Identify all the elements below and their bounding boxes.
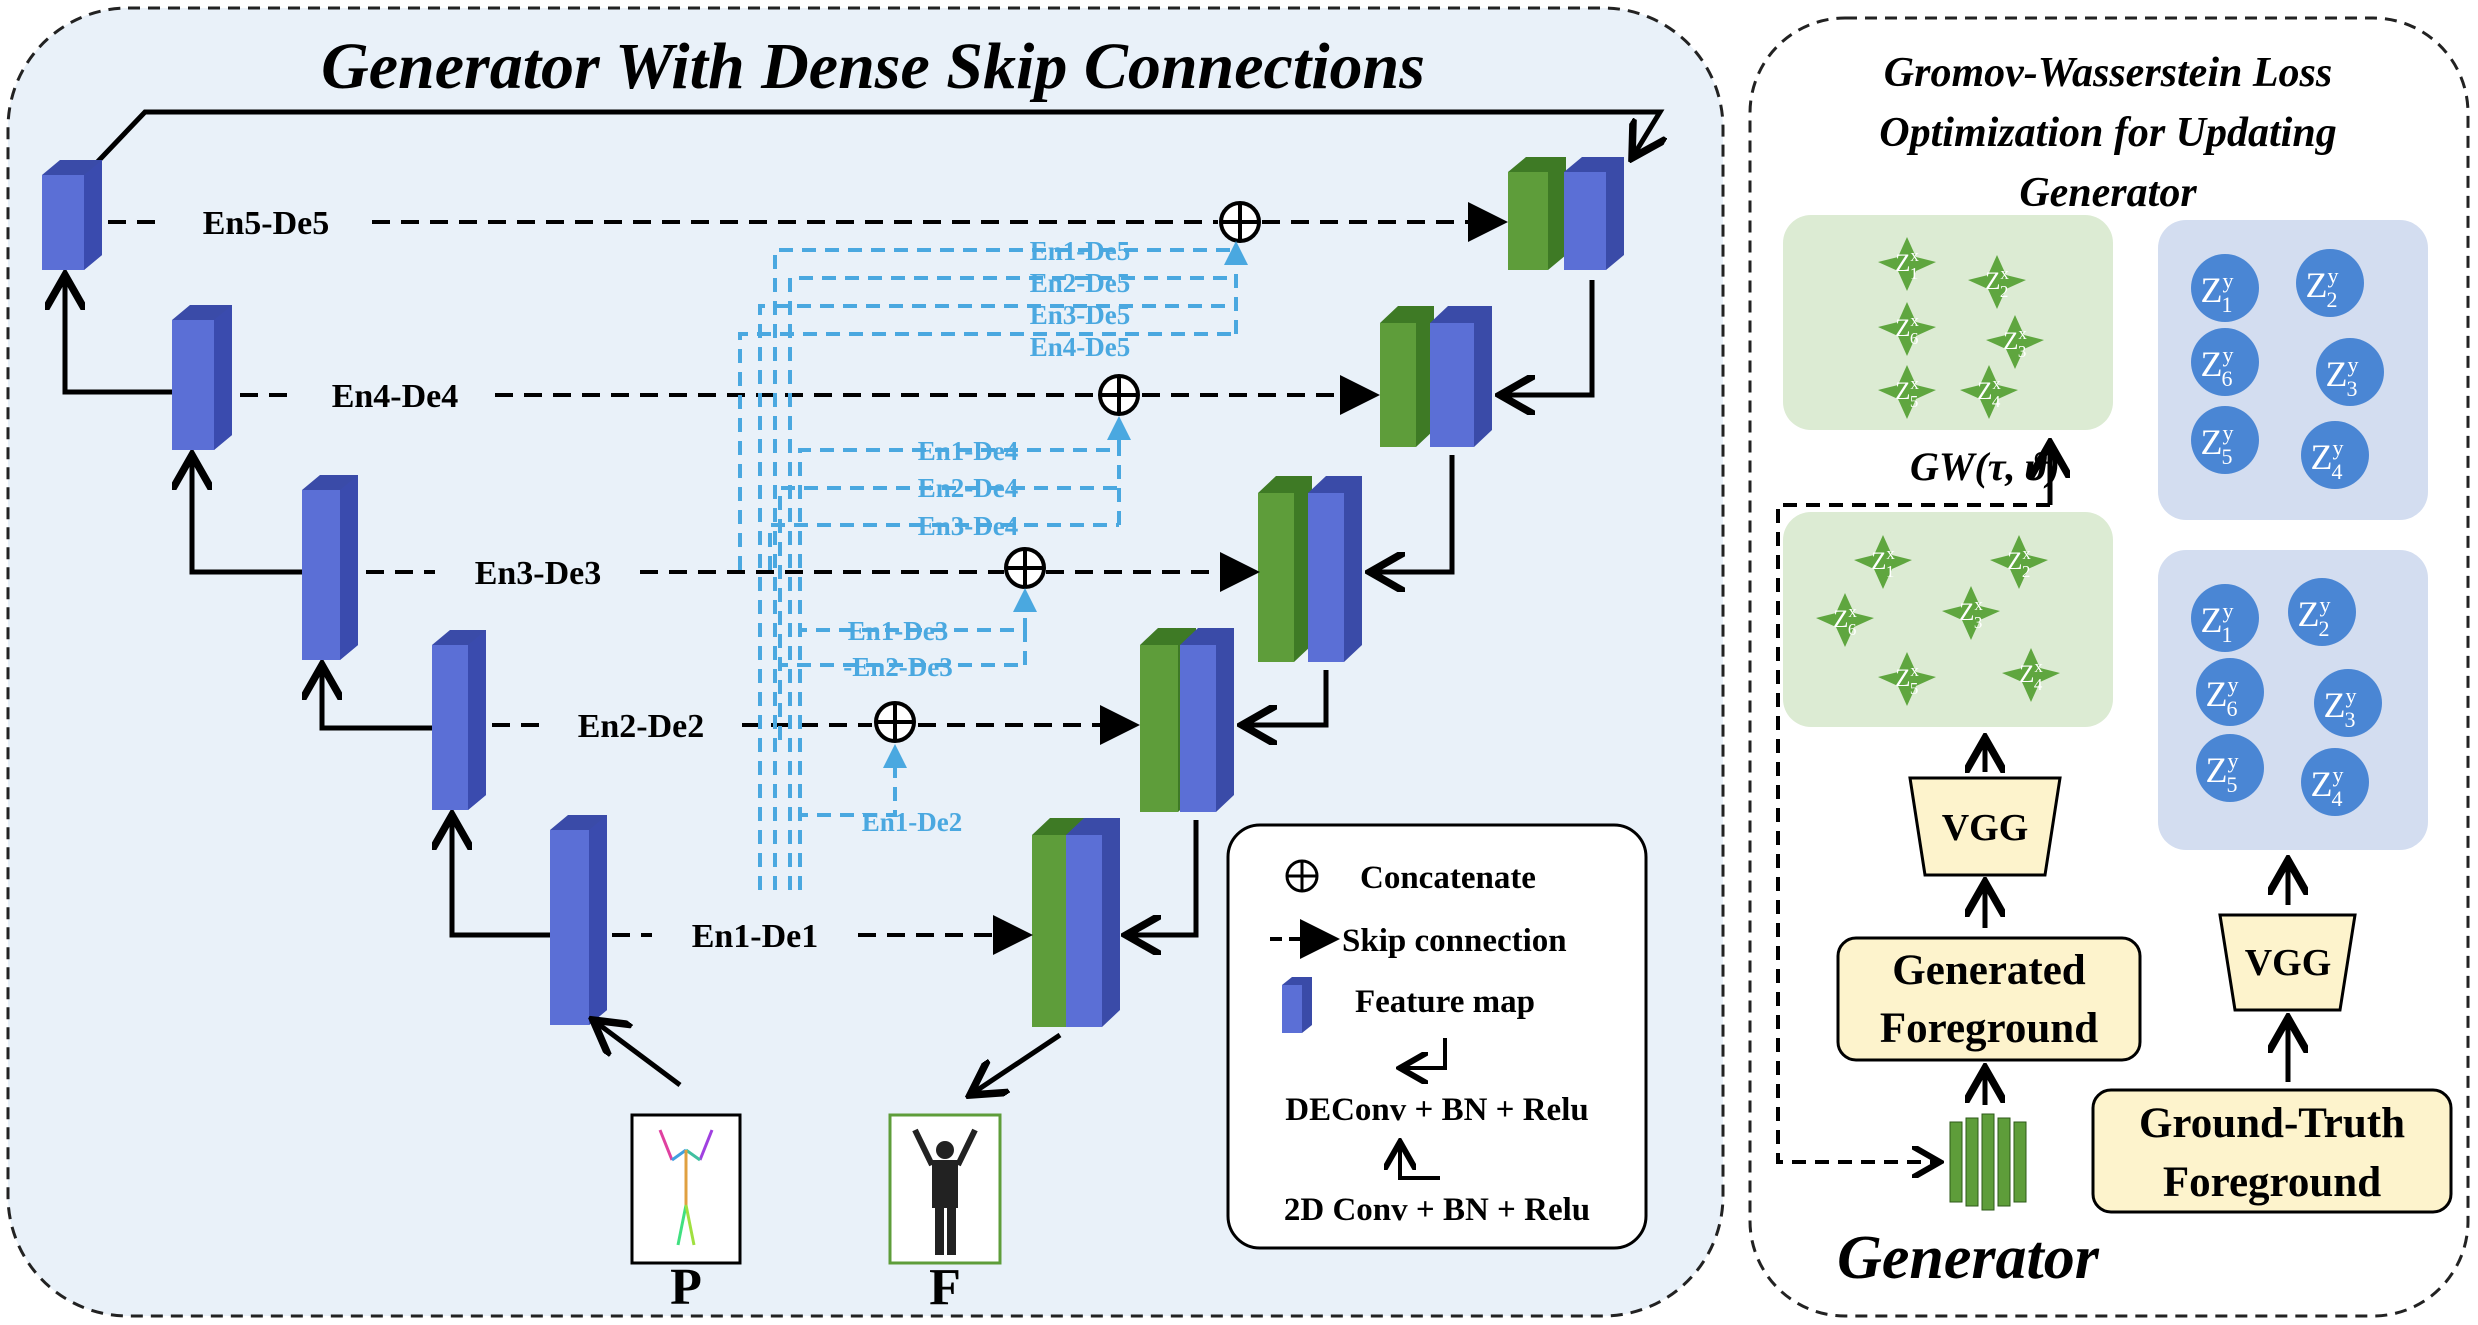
- skip-label-en2-de2: En2-De2: [578, 708, 705, 745]
- svg-text:Zx1: Zx1: [1871, 544, 1895, 581]
- legend-feature-map-icon: [1282, 977, 1312, 1033]
- svg-text:Zx4: Zx4: [2019, 657, 2043, 694]
- generated-foreground-line1: Generated: [1892, 947, 2086, 994]
- encoder-arrows: [65, 275, 550, 938]
- skip-lines: [108, 202, 1508, 955]
- generated-foreground-box: [1836, 936, 2142, 1062]
- decoder-fm-2: [1140, 628, 1234, 812]
- gw-feedback-line: [1776, 503, 2050, 1162]
- svg-text:Zy3: Zy3: [2324, 683, 2357, 732]
- svg-text:En4-De5: En4-De5: [1030, 332, 1131, 362]
- svg-text:Zy6: Zy6: [2206, 672, 2239, 721]
- encoder-fm-1: [550, 815, 607, 1025]
- encoder-fm-2: [432, 630, 486, 810]
- legend-concat-icon: [1285, 859, 1319, 893]
- gt-foreground-line1: Ground-Truth: [2139, 1100, 2405, 1147]
- output-arrow: [970, 1032, 1062, 1095]
- generator-title: Generator With Dense Skip Connections: [321, 30, 1425, 103]
- gw-loss-label: GW(τ, ϑ): [1910, 444, 2060, 489]
- gw-title-line3: Generator: [2019, 170, 2197, 216]
- svg-text:Zy4: Zy4: [2311, 762, 2344, 811]
- pose-input-image: [630, 1113, 742, 1265]
- svg-text:En3-De4: En3-De4: [918, 511, 1019, 541]
- svg-text:Zx2: Zx2: [2007, 544, 2031, 581]
- generator-icon: [1949, 1113, 2027, 1211]
- svg-text:En3-De5: En3-De5: [1030, 300, 1131, 330]
- svg-text:Zx3: Zx3: [1959, 595, 1983, 632]
- decoder-fm-3: [1258, 476, 1362, 662]
- svg-text:En1-De5: En1-De5: [1030, 236, 1131, 266]
- svg-text:Zx5: Zx5: [1895, 374, 1919, 411]
- svg-text:Zx4: Zx4: [1977, 374, 2001, 411]
- green-latent-stars-bottom: [1816, 535, 2060, 706]
- svg-text:Zx3: Zx3: [2003, 324, 2027, 361]
- decoder-arrows: [1126, 280, 1595, 935]
- input-label-p: P: [670, 1259, 702, 1316]
- person-output-image: [888, 1113, 1002, 1265]
- generated-foreground-line2: Foreground: [1880, 1005, 2098, 1052]
- svg-text:Zx1: Zx1: [1895, 246, 1919, 283]
- dense-skip-lines: [738, 241, 1248, 890]
- legend-skip-connection: Skip connection: [1342, 923, 1567, 959]
- svg-text:En1-De3: En1-De3: [848, 616, 949, 646]
- svg-text:-En2-De3: -En2-De3: [843, 652, 953, 682]
- svg-text:Zy4: Zy4: [2311, 435, 2344, 484]
- svg-text:Zy5: Zy5: [2201, 420, 2234, 469]
- gt-foreground-box: [2091, 1088, 2453, 1214]
- skip-label-en4-de4: En4-De4: [332, 378, 459, 415]
- legend-feature-map: Feature map: [1355, 984, 1535, 1020]
- green-latent-stars-top: [1878, 237, 2044, 419]
- svg-text:Zy2: Zy2: [2298, 592, 2331, 641]
- gw-title-line1: Gromov-Wasserstein Loss: [1884, 50, 2332, 96]
- svg-text:Zy3: Zy3: [2326, 352, 2359, 401]
- svg-text:Zy1: Zy1: [2201, 598, 2234, 647]
- vgg-right-label: VGG: [2245, 942, 2332, 984]
- svg-text:Zy2: Zy2: [2306, 263, 2339, 312]
- svg-text:Zy5: Zy5: [2206, 748, 2239, 797]
- gt-foreground-line2: Foreground: [2163, 1159, 2381, 1206]
- gw-title-line2: Optimization for Updating: [1879, 110, 2336, 156]
- generator-label: Generator: [1837, 1224, 2100, 1292]
- svg-text:Zy1: Zy1: [2201, 268, 2234, 317]
- svg-text:Zx5: Zx5: [1895, 661, 1919, 698]
- concat-nodes: [874, 201, 1261, 743]
- svg-text:Zx2: Zx2: [1985, 264, 2009, 301]
- vgg-right-block: [2218, 913, 2357, 1012]
- decoder-fm-1: [1032, 818, 1120, 1027]
- svg-text:Zy6: Zy6: [2201, 342, 2234, 391]
- output-label-f: F: [929, 1259, 961, 1316]
- dense-skip-labels: En1-De5 En2-De5 En3-De5 En4-De5 En1-De4 …: [843, 236, 1130, 837]
- legend-conv-icon: [1400, 1142, 1440, 1180]
- decoder-fm-5: [1508, 157, 1624, 270]
- blue-latent-circles-bottom: [2191, 578, 2382, 816]
- svg-text:En2-De4: En2-De4: [918, 473, 1019, 503]
- skip-label-en1-de1: En1-De1: [692, 918, 819, 955]
- input-arrow: [593, 1020, 682, 1088]
- top-loop-arrow: [83, 109, 1660, 177]
- gw-panel-arrows: [1985, 738, 2288, 1105]
- svg-text:Zx6: Zx6: [1833, 602, 1857, 639]
- svg-text:En1-De4: En1-De4: [918, 436, 1019, 466]
- skip-label-en5-de5: En5-De5: [203, 205, 330, 242]
- legend-concatenate: Concatenate: [1360, 860, 1536, 896]
- legend-deconv: DEConv + BN + Relu: [1285, 1092, 1588, 1128]
- decoder-fm-4: [1380, 306, 1492, 447]
- skip-label-en3-de3: En3-De3: [475, 555, 602, 592]
- encoder-fm-5: [42, 160, 102, 270]
- blue-latent-circles-top: [2191, 249, 2384, 489]
- vgg-left-label: VGG: [1942, 807, 2029, 849]
- legend-conv: 2D Conv + BN + Relu: [1284, 1192, 1590, 1228]
- svg-text:En2-De5: En2-De5: [1030, 268, 1131, 298]
- generated-latent-box-top: [1783, 215, 2113, 430]
- encoder-fm-4: [172, 305, 232, 450]
- vgg-left-block: [1908, 776, 2062, 877]
- svg-text:En1-De2: En1-De2: [862, 807, 963, 837]
- encoder-fm-3: [302, 475, 358, 660]
- legend-deconv-icon: [1400, 1038, 1447, 1068]
- svg-text:Zx6: Zx6: [1895, 311, 1919, 348]
